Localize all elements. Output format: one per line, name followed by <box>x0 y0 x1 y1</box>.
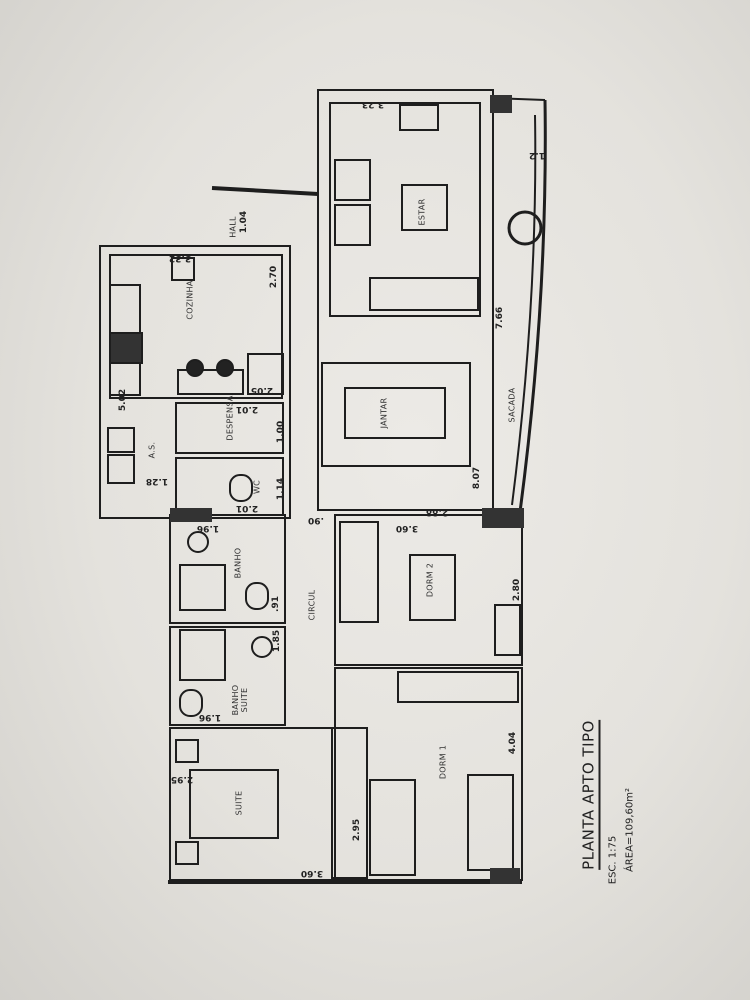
dim-suite-width: 3.60 <box>300 868 324 878</box>
suite-bed <box>189 769 279 839</box>
basin <box>187 531 209 553</box>
column <box>490 868 520 884</box>
room-label-jantar: JANTAR <box>379 397 389 429</box>
nightstand <box>175 739 199 763</box>
column <box>482 508 524 528</box>
room-label-area-servico: A.S. <box>147 441 157 459</box>
dim-dorm1-depth: 4.04 <box>508 731 518 755</box>
toilet <box>179 689 203 717</box>
fridge <box>247 353 284 395</box>
dim-dorm1-closet: 2.95 <box>352 818 362 842</box>
plan-scale: ESC. 1:75 <box>607 835 619 885</box>
dim-banho-suite-depth: 1.85 <box>272 629 282 653</box>
dim-dorm2-width: 3.60 <box>395 523 419 533</box>
room-label-estar: ESTAR <box>417 198 427 226</box>
hall-wall <box>211 186 319 196</box>
jantar-rug <box>321 362 471 467</box>
room-label-dorm1: DORM 1 <box>438 744 448 780</box>
toilet <box>245 582 269 610</box>
dim-cozinha-width: 3.32 <box>168 253 192 263</box>
dim-banho-depth: .91 <box>271 596 281 612</box>
dim-suite-depth: 2.95 <box>170 774 194 784</box>
estar-inner-wall <box>329 102 481 317</box>
dim-hall-width: 1.04 <box>239 210 249 234</box>
room-label-hall: HALL <box>228 216 238 238</box>
estar-outer-wall <box>317 89 494 511</box>
tv-stand <box>399 104 439 131</box>
armchair <box>334 159 371 201</box>
room-label-wc: WC <box>252 479 262 495</box>
dim-jantar-length: 8.07 <box>472 466 482 490</box>
dim-dorm2-closet: 2.88 <box>425 507 449 517</box>
banho-suite-wall <box>169 626 286 726</box>
coffee-table <box>401 184 448 231</box>
cozinha-wall <box>99 245 291 519</box>
table-kitchen <box>177 369 244 395</box>
closet-dorm1b <box>397 671 519 703</box>
room-label-banho-suite: BANHO SUITE <box>231 684 249 716</box>
dim-wc-depth: 1.14 <box>276 477 286 501</box>
dorm1-bed <box>467 774 514 871</box>
dorm2-wall <box>334 514 523 666</box>
sacada-rail <box>511 114 537 506</box>
washing-machine <box>107 427 135 453</box>
room-label-cozinha: COZINHA <box>185 280 195 320</box>
sacada-wall <box>518 99 547 513</box>
banho-wall <box>169 514 286 624</box>
basin <box>251 636 273 658</box>
dining-table <box>344 387 446 439</box>
toilet-wc <box>229 474 253 502</box>
dorm1-bed <box>369 779 416 876</box>
plan-area: ÁREA=109,60m² <box>624 787 636 873</box>
dim-cozinha-counter: 2.05 <box>250 385 274 395</box>
room-label-despensa: DESPENSA <box>225 395 235 441</box>
nightstand <box>175 841 199 865</box>
suite-wall <box>169 727 336 881</box>
dim-sacada-end: 1.2 <box>529 150 545 160</box>
dim-wc-width: 2.01 <box>235 503 259 513</box>
stool <box>186 359 204 377</box>
dim-cozinha-door: 2.70 <box>269 265 279 289</box>
dim-despensa-width: 2.01 <box>235 404 259 414</box>
shower-1 <box>179 564 226 611</box>
desk <box>494 604 521 656</box>
stove <box>109 332 143 364</box>
dim-despensa-depth: 1.00 <box>276 420 286 444</box>
stool <box>216 359 234 377</box>
tank <box>107 454 135 484</box>
room-label-dorm2: DORM 2 <box>425 562 435 598</box>
closet-circul <box>339 521 379 623</box>
dim-circul-width: .90 <box>308 515 324 525</box>
sofa <box>369 277 479 311</box>
column <box>170 508 212 522</box>
dim-dorm2-depth: 2.80 <box>512 578 522 602</box>
room-label-sacada: SACADA <box>507 387 517 423</box>
armchair <box>334 204 371 246</box>
column <box>490 95 512 113</box>
dim-banho-suite-width: 1.96 <box>198 712 222 722</box>
room-label-suite: SUITE <box>234 790 244 816</box>
dim-banho-width: 1.96 <box>196 523 220 533</box>
dim-as-length: 5.02 <box>118 388 128 412</box>
sacada-table <box>507 210 543 246</box>
despensa-wall <box>175 402 284 454</box>
plan-title: PLANTA APTO TIPO <box>579 720 601 870</box>
dim-estar-width: 3.23 <box>361 99 385 109</box>
room-label-circul: CIRCUL <box>307 589 317 621</box>
dorm2-bed <box>409 554 456 621</box>
closet-dorm1a <box>331 727 368 879</box>
dim-sacada-length: 7.66 <box>495 306 505 330</box>
sink <box>171 257 195 281</box>
shower-2 <box>179 629 226 681</box>
dim-as-width: 1.28 <box>145 476 169 486</box>
room-label-banho: BANHO <box>233 547 243 579</box>
